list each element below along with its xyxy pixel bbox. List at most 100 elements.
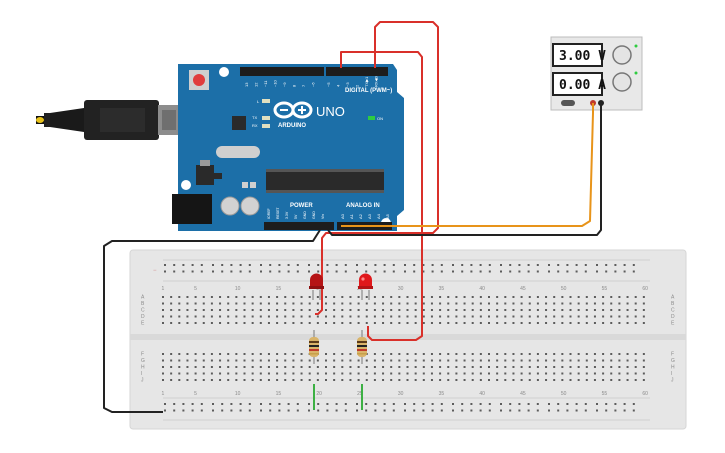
breadboard-hole[interactable] — [316, 372, 319, 375]
breadboard-hole[interactable] — [488, 372, 490, 375]
breadboard-hole[interactable] — [504, 309, 507, 311]
rail-hole[interactable] — [596, 403, 598, 405]
breadboard-hole[interactable] — [210, 366, 213, 368]
rail-hole[interactable] — [422, 270, 425, 273]
rail-hole[interactable] — [230, 409, 233, 412]
rail-hole[interactable] — [605, 264, 608, 266]
rail-hole[interactable] — [509, 270, 512, 273]
breadboard-hole[interactable] — [496, 359, 499, 362]
breadboard-hole[interactable] — [333, 309, 336, 311]
rail-hole[interactable] — [536, 264, 539, 266]
wires[interactable] — [103, 21, 602, 413]
breadboard-hole[interactable] — [284, 302, 287, 305]
breadboard-hole[interactable] — [561, 296, 564, 298]
breadboard-hole[interactable] — [365, 302, 368, 305]
breadboard-hole[interactable] — [373, 296, 376, 298]
breadboard-hole[interactable] — [390, 353, 393, 355]
breadboard-hole[interactable] — [219, 359, 222, 362]
breadboard-hole[interactable] — [488, 302, 490, 305]
breadboard-hole[interactable] — [162, 309, 164, 311]
rail-hole[interactable] — [422, 264, 425, 266]
rail-hole[interactable] — [536, 403, 539, 405]
breadboard-hole[interactable] — [536, 366, 539, 368]
breadboard-hole[interactable] — [170, 372, 173, 375]
breadboard-hole[interactable] — [243, 379, 246, 381]
breadboard-hole[interactable] — [284, 359, 287, 362]
rail-hole[interactable] — [614, 264, 617, 266]
breadboard-hole[interactable] — [235, 359, 238, 362]
breadboard-hole[interactable] — [479, 315, 482, 318]
breadboard-hole[interactable] — [479, 353, 482, 355]
breadboard-hole[interactable] — [512, 302, 515, 305]
breadboard-hole[interactable] — [349, 322, 352, 324]
rail-hole[interactable] — [488, 403, 491, 405]
rail-hole[interactable] — [461, 403, 464, 405]
breadboard-hole[interactable] — [577, 359, 580, 362]
breadboard-hole[interactable] — [577, 366, 580, 368]
breadboard-hole[interactable] — [577, 353, 580, 355]
breadboard-hole[interactable] — [365, 322, 368, 324]
rail-hole[interactable] — [392, 409, 395, 412]
breadboard-hole[interactable] — [430, 366, 433, 368]
rail-hole[interactable] — [383, 264, 386, 266]
usb-cable[interactable] — [36, 100, 180, 140]
rail-hole[interactable] — [557, 409, 560, 412]
breadboard-hole[interactable] — [430, 379, 433, 381]
breadboard-hole[interactable] — [398, 366, 401, 368]
rail-hole[interactable] — [605, 403, 608, 405]
breadboard-hole[interactable] — [634, 322, 637, 324]
rail-hole[interactable] — [269, 409, 272, 412]
breadboard-hole[interactable] — [488, 322, 490, 324]
breadboard-hole[interactable] — [626, 309, 629, 311]
rail-hole[interactable] — [413, 270, 416, 273]
wire-orange-a0[interactable] — [341, 103, 594, 227]
rail-hole[interactable] — [452, 270, 454, 273]
breadboard-hole[interactable] — [593, 315, 596, 318]
rail-hole[interactable] — [584, 403, 587, 405]
rail-hole[interactable] — [479, 403, 482, 405]
rail-hole[interactable] — [527, 403, 530, 405]
breadboard-hole[interactable] — [170, 322, 173, 324]
dc-jack[interactable] — [172, 194, 212, 224]
breadboard-hole[interactable] — [536, 309, 539, 311]
rail-hole[interactable] — [392, 403, 395, 405]
breadboard-hole[interactable] — [593, 302, 596, 305]
breadboard-hole[interactable] — [186, 315, 189, 318]
rail-hole[interactable] — [470, 403, 473, 405]
breadboard-hole[interactable] — [455, 296, 458, 298]
breadboard-hole[interactable] — [553, 296, 556, 298]
rail-hole[interactable] — [164, 403, 166, 405]
breadboard-hole[interactable] — [569, 372, 572, 375]
breadboard-hole[interactable] — [545, 309, 548, 311]
breadboard-hole[interactable] — [488, 309, 490, 311]
breadboard-hole[interactable] — [439, 322, 442, 324]
breadboard-hole[interactable] — [284, 322, 287, 324]
led-1[interactable] — [309, 273, 324, 301]
breadboard-hole[interactable] — [243, 296, 246, 298]
breadboard-hole[interactable] — [520, 315, 523, 318]
rail-hole[interactable] — [614, 270, 617, 273]
breadboard-hole[interactable] — [284, 379, 287, 381]
breadboard-hole[interactable] — [626, 322, 629, 324]
breadboard-hole[interactable] — [447, 372, 450, 375]
breadboard-hole[interactable] — [569, 379, 572, 381]
breadboard-hole[interactable] — [455, 359, 458, 362]
breadboard-hole[interactable] — [170, 379, 173, 381]
breadboard-hole[interactable] — [447, 379, 450, 381]
breadboard-hole[interactable] — [536, 296, 539, 298]
breadboard-hole[interactable] — [235, 372, 238, 375]
rail-hole[interactable] — [548, 270, 550, 273]
wire-red-pin1[interactable] — [315, 21, 439, 315]
breadboard-hole[interactable] — [602, 359, 605, 362]
breadboard-hole[interactable] — [471, 366, 474, 368]
breadboard-hole[interactable] — [300, 315, 303, 318]
breadboard-hole[interactable] — [333, 315, 336, 318]
breadboard-hole[interactable] — [243, 372, 246, 375]
breadboard-hole[interactable] — [349, 366, 352, 368]
breadboard-hole[interactable] — [545, 366, 548, 368]
breadboard-hole[interactable] — [300, 366, 303, 368]
breadboard-hole[interactable] — [227, 309, 230, 311]
breadboard-hole[interactable] — [243, 315, 246, 318]
breadboard-hole[interactable] — [642, 322, 645, 324]
breadboard-hole[interactable] — [504, 322, 507, 324]
